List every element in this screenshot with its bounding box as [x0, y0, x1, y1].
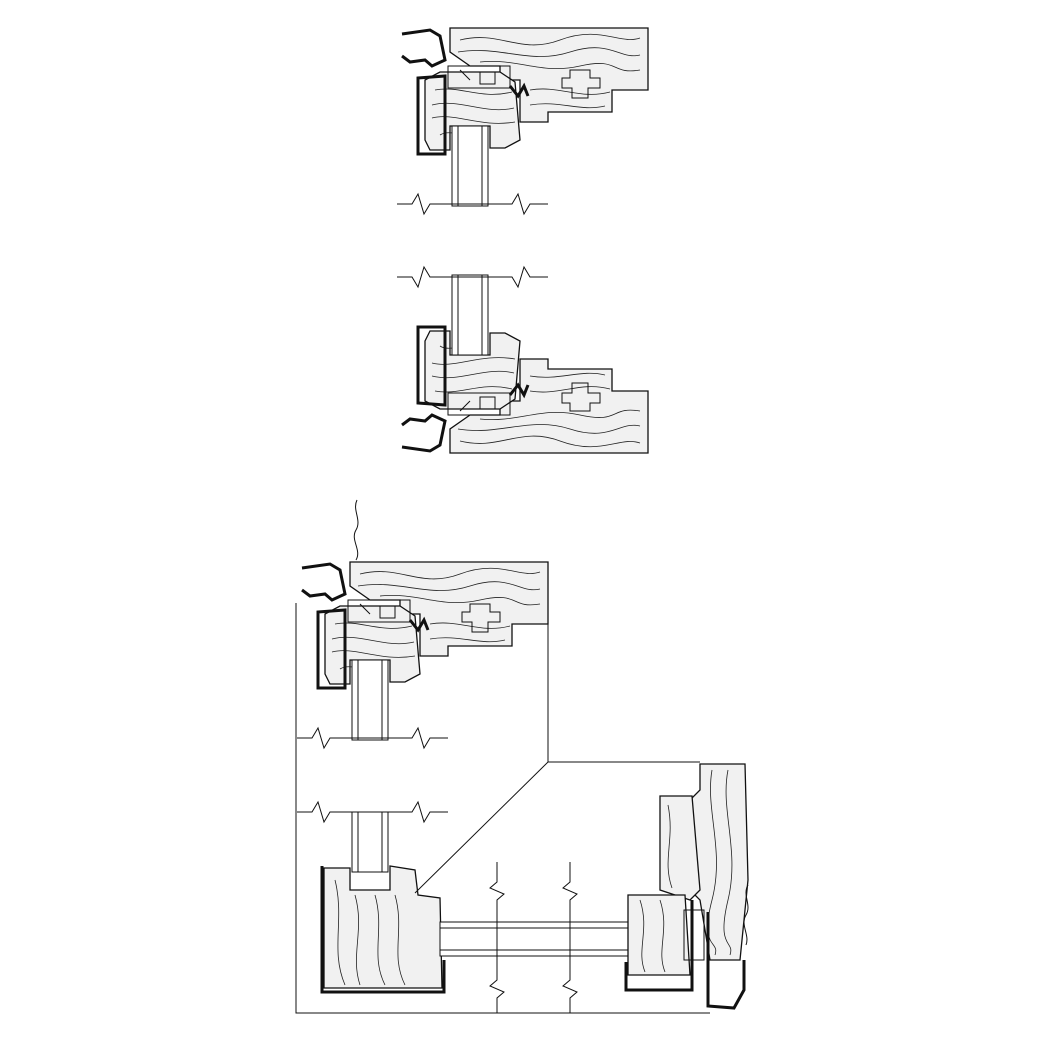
corner-section-detail	[295, 499, 749, 1014]
sill-section-detail	[395, 265, 650, 455]
head-section-detail	[395, 26, 650, 216]
